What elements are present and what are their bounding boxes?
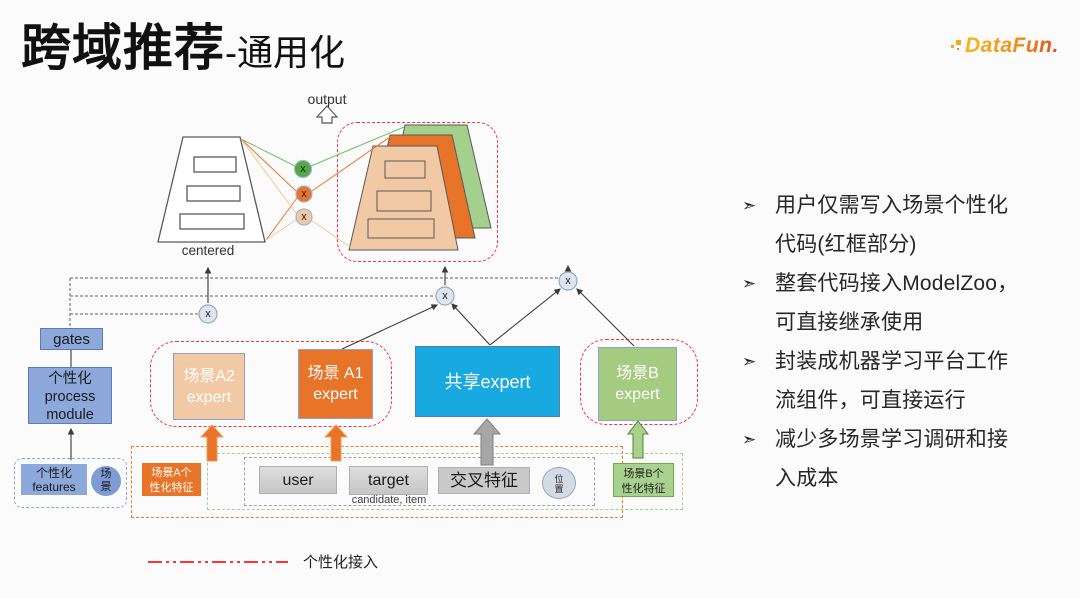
bullet-arrow-icon: ➣	[742, 196, 757, 215]
target-input-box: target	[349, 466, 428, 495]
gating-fan-lines	[240, 126, 405, 248]
bullet-arrow-icon: ➣	[742, 352, 757, 371]
personalization-process-module-box: 个性化 process module	[28, 367, 112, 424]
scene-b-personalized-features-box: 场景B个 性化特征	[613, 463, 674, 497]
scene-circle: 场 景	[91, 466, 121, 496]
multiply-node: x	[301, 211, 307, 223]
bullet-arrow-icon: ➣	[742, 274, 757, 293]
output-label: output	[307, 91, 347, 107]
personalized-output-frame	[337, 122, 498, 262]
scene-b-feed-arrow-icon	[626, 420, 650, 459]
scene-a1-expert-box: 场景 A1 expert	[298, 349, 373, 419]
gates-box: gates	[40, 328, 103, 350]
multiply-node: x	[565, 275, 571, 287]
multiply-node: x	[205, 308, 211, 320]
scene-a1-feed-arrow-icon	[323, 424, 349, 462]
scene-a-experts-frame	[150, 341, 392, 427]
gate-weight-nodes	[293, 159, 313, 226]
page-title: 跨域推荐 -通用化	[21, 8, 345, 80]
multiply-node: x	[300, 163, 306, 175]
gate-routing-lines	[69, 277, 558, 327]
shared-feed-arrow-icon	[472, 418, 502, 466]
personalized-features-box: 个性化 features	[21, 464, 87, 495]
logo-text: DataFun.	[965, 34, 1059, 57]
connector-arrows	[67, 264, 635, 460]
datafun-logo: DataFun.	[950, 34, 1059, 58]
scene-a2-expert-box: 场景A2 expert	[173, 353, 245, 420]
list-item: ➣ 用户仅需写入场景个性化代码(红框部分)	[742, 186, 1024, 264]
scene-b-input-frame	[207, 453, 683, 510]
scene-a-personalized-features-box: 场景A个 性化特征	[142, 463, 201, 496]
feed-arrows	[199, 418, 650, 466]
centered-label: centered	[181, 243, 235, 258]
logo-sparkle-icon	[950, 37, 964, 55]
list-item: ➣ 整套代码接入ModelZoo，可直接继承使用	[742, 264, 1024, 342]
multiply-node: x	[442, 290, 448, 302]
list-item: ➣ 减少多场景学习调研和接入成本	[742, 420, 1024, 498]
expert-multiply-nodes	[198, 271, 578, 324]
page-title-sub: -通用化	[225, 32, 345, 73]
shared-expert-box: 共享expert	[415, 346, 560, 417]
bullet-arrow-icon: ➣	[742, 430, 757, 449]
legend-label: 个性化接入	[303, 554, 379, 571]
page-title-main: 跨域推荐	[21, 20, 225, 76]
output-arrow-icon	[315, 105, 339, 124]
position-circle: 位 置	[542, 467, 576, 499]
list-item: ➣ 封装成机器学习平台工作流组件，可直接运行	[742, 342, 1024, 420]
centered-tower	[157, 136, 266, 243]
shared-input-frame	[244, 457, 595, 506]
key-points-list: ➣ 用户仅需写入场景个性化代码(红框部分) ➣ 整套代码接入ModelZoo，可…	[742, 186, 1024, 498]
cross-features-box: 交叉特征	[438, 467, 530, 494]
scene-tower-stack	[348, 124, 492, 251]
multiply-node: x	[301, 188, 307, 200]
target-note: candidate, item	[351, 494, 427, 506]
user-input-box: user	[259, 466, 337, 494]
scene-a2-feed-arrow-icon	[199, 424, 225, 462]
scene-b-expert-box: 场景B expert	[598, 347, 677, 421]
